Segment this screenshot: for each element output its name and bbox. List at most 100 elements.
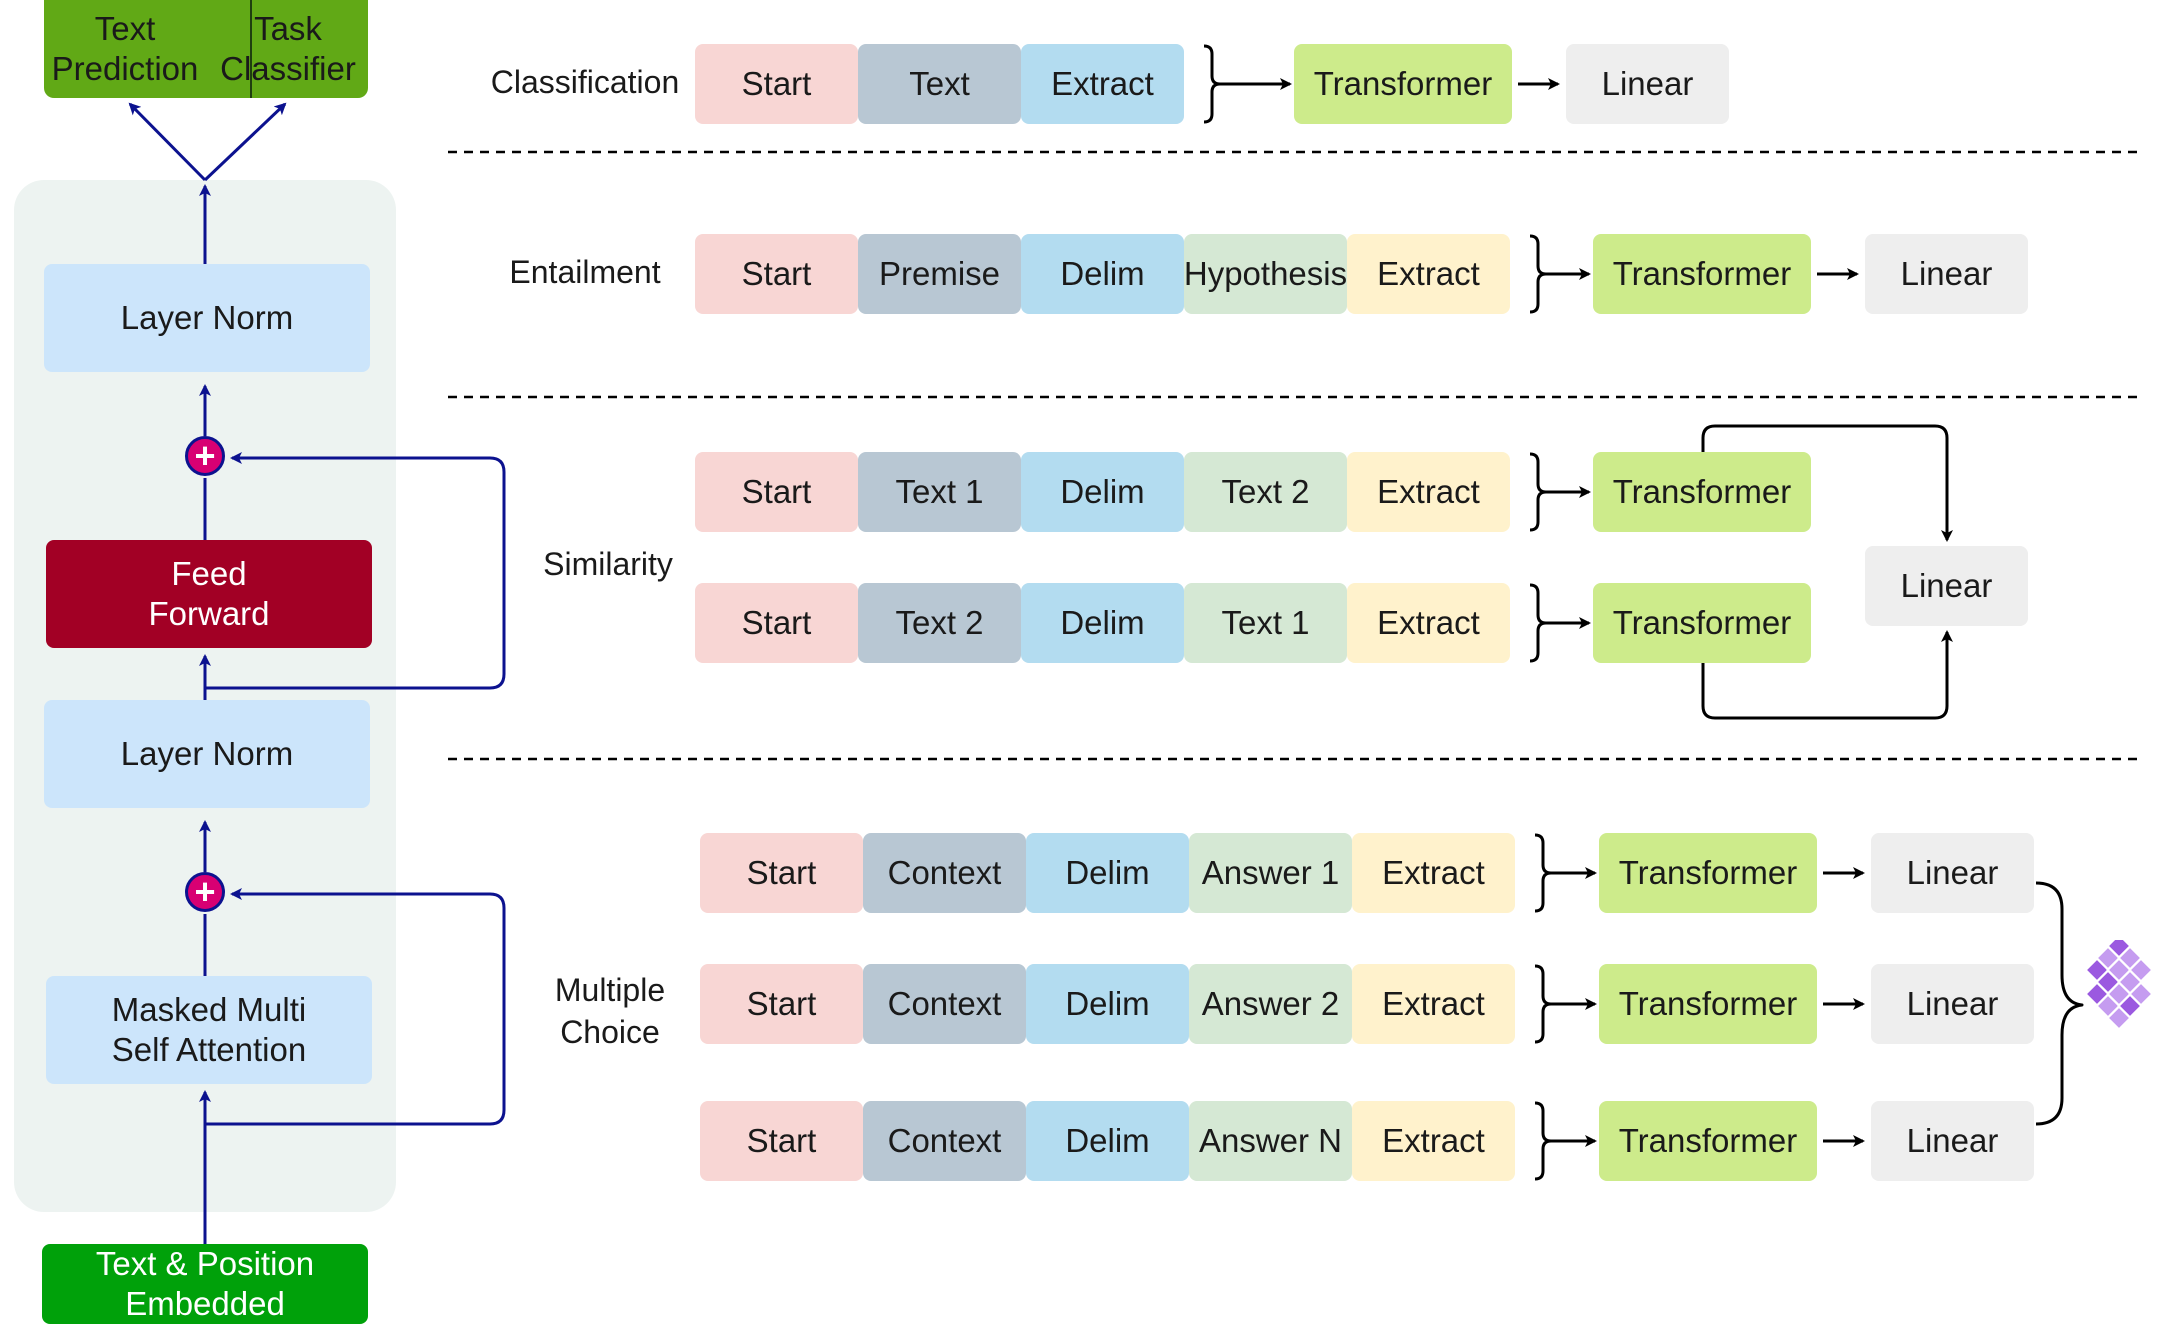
classification-token-1-text: Text [909,64,970,102]
mc-row-3-token-0: Start [700,1101,863,1181]
mc-row-1-transformer-text: Transformer [1618,853,1798,891]
similarity-row-1-transformer: Transformer [1593,452,1811,532]
similarity-label: Similarity [543,546,673,583]
mc-row-2-token-1-text: Context [887,984,1002,1022]
mc-row-1-linear: Linear [1871,833,2034,913]
entailment-label: Entailment [509,254,661,291]
mc-row-2-token-0: Start [700,964,863,1044]
softmax-cube-icon [2084,940,2154,1030]
similarity-row-2-token-4: Extract [1347,583,1510,663]
entailment-token-0-text: Start [741,254,812,292]
layer-norm-top-label: Layer Norm [120,298,294,336]
similarity-row-1-token-0-text: Start [741,472,812,510]
cube-cell [2106,1005,2132,1030]
similarity-row-1-token-2: Delim [1021,452,1184,532]
mc-row-1-token-2: Delim [1026,833,1189,913]
similarity-row-1-token-2-text: Delim [1060,472,1145,510]
mc-row-3-token-3-text: Answer N [1198,1121,1343,1159]
classification-token-1: Text [858,44,1021,124]
mc-row-3-token-2: Delim [1026,1101,1189,1181]
plus-circle-icon: + [185,872,225,912]
output-heads: Text Prediction Task Classifier [44,0,368,98]
mc-row-1-transformer: Transformer [1599,833,1817,913]
mc-row-3-token-4-text: Extract [1382,1121,1485,1159]
similarity-row-2-token-4-text: Extract [1377,603,1480,641]
similarity-row-2-transformer-text: Transformer [1612,603,1792,641]
attention-label: Masked Multi Self Attention [111,990,307,1068]
task-classifier-head: Task Classifier [208,0,368,98]
mc-row-3-token-2-text: Delim [1065,1121,1150,1159]
classification-token-0: Start [695,44,858,124]
mc-row-3-linear: Linear [1871,1101,2034,1181]
mc-row-1-token-2-text: Delim [1065,853,1150,891]
mc-row-1-token-1: Context [863,833,1026,913]
similarity-row-1-token-4-text: Extract [1377,472,1480,510]
mc-row-2-token-4: Extract [1352,964,1515,1044]
mc-row-2-linear-text: Linear [1906,984,1999,1022]
mc-row-1-token-4: Extract [1352,833,1515,913]
similarity-row-2-token-1: Text 2 [858,583,1021,663]
mc-row-1-token-3-text: Answer 1 [1201,853,1340,891]
text-position-embedding: Text & Position Embedded [42,1244,368,1324]
residual-attention [205,888,506,1126]
split-to-text-prediction [128,102,207,182]
head-divider [250,0,252,98]
similarity-linear-text: Linear [1900,566,1993,604]
task-classifier-label: Task Classifier [220,9,356,87]
text-prediction-head: Text Prediction [44,0,206,98]
layer-norm-bottom-label: Layer Norm [120,734,294,772]
mc-row-3-token-1-text: Context [887,1121,1002,1159]
entailment-token-0: Start [695,234,858,314]
residual-feed [205,452,506,690]
mc-row-2-linear: Linear [1871,964,2034,1044]
similarity-row-1-token-3-text: Text 2 [1221,472,1310,510]
feed-forward-block: Feed Forward [46,540,372,648]
entailment-token-3-text: Hypothesis [1183,254,1348,292]
similarity-row-2-token-2-text: Delim [1060,603,1145,641]
mc-row-2-token-3: Answer 2 [1189,964,1352,1044]
mc-output-brace [2035,881,2084,1126]
mc-row-2-token-3-text: Answer 2 [1201,984,1340,1022]
mc-row-3-token-3: Answer N [1189,1101,1352,1181]
similarity-row-1-token-4: Extract [1347,452,1510,532]
mc-row-1-token-3: Answer 1 [1189,833,1352,913]
mc-row-3-token-4: Extract [1352,1101,1515,1181]
similarity-row-2-token-0-text: Start [741,603,812,641]
similarity-row-1-token-1-text: Text 1 [895,472,984,510]
mc-row-1-token-0: Start [700,833,863,913]
multiple-choice-label: Multiple Choice [554,972,666,1050]
mc-row-2-token-2-text: Delim [1065,984,1150,1022]
entailment-token-1: Premise [858,234,1021,314]
classification-label: Classification [490,64,680,101]
mc-row-3-transformer-text: Transformer [1618,1121,1798,1159]
feed-forward-label: Feed Forward [148,554,270,632]
mc-row-2-transformer: Transformer [1599,964,1817,1044]
mc-row-2-token-4-text: Extract [1382,984,1485,1022]
similarity-row-1-token-1: Text 1 [858,452,1021,532]
entailment-token-4-text: Extract [1377,254,1480,292]
entailment-transformer: Transformer [1593,234,1811,314]
entailment-token-3: Hypothesis [1184,234,1347,314]
split-to-task-classifier [203,102,287,182]
embedding-label: Text & Position Embedded [95,1244,315,1322]
mc-row-1-linear-text: Linear [1906,853,1999,891]
entailment-linear-text: Linear [1900,254,1993,292]
similarity-row-2-token-3-text: Text 1 [1221,603,1310,641]
classification-linear: Linear [1566,44,1729,124]
similarity-linear: Linear [1865,546,2028,626]
similarity-row-1-token-3: Text 2 [1184,452,1347,532]
plus-circle-icon: + [185,436,225,476]
mc-row-3-token-0-text: Start [746,1121,817,1159]
mc-row-2-token-2: Delim [1026,964,1189,1044]
classification-linear-text: Linear [1601,64,1694,102]
mc-row-1-token-1-text: Context [887,853,1002,891]
similarity-top-to-linear [1701,424,1953,542]
entailment-transformer-text: Transformer [1612,254,1792,292]
mc-row-3-token-1: Context [863,1101,1026,1181]
similarity-row-2-token-1-text: Text 2 [895,603,984,641]
classification-transformer-text: Transformer [1313,64,1493,102]
similarity-row-1-transformer-text: Transformer [1612,472,1792,510]
